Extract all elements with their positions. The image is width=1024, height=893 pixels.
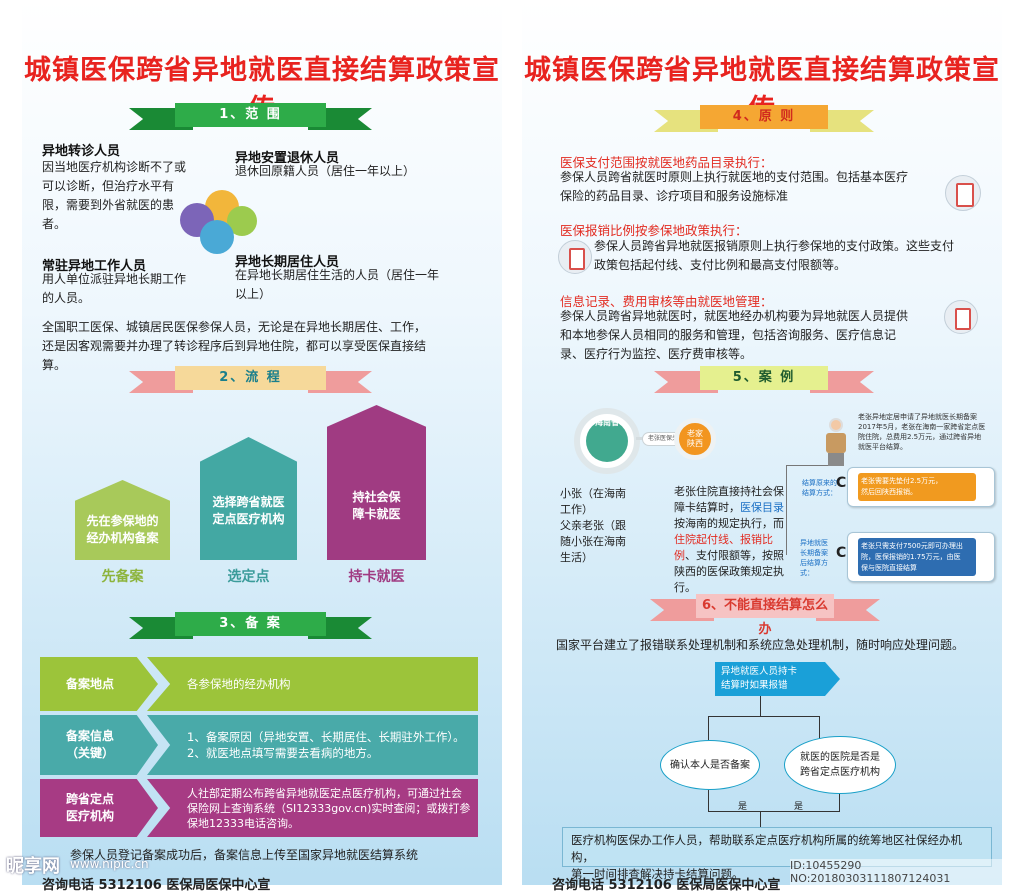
case-people: 小张（在海南工作） 父亲老张（跟随小张在海南 生活） — [560, 487, 626, 564]
house-select: 选择跨省就医定点医疗机构 — [200, 437, 297, 560]
record-footer: 参保人员登记备案成功后，备案信息上传至国家异地就医结算系统 — [70, 848, 419, 862]
scope-worker-title: 常驻异地工作人员 — [42, 259, 147, 274]
before-label: 结算原来的结算方式： — [802, 479, 837, 497]
record-info-tag: 备案信息（关键） — [40, 715, 158, 775]
watermark-id: ID:10455290 NO:20180303111807124031 — [790, 859, 1024, 885]
banner-process: 2、流 程 — [129, 366, 372, 394]
banner-cannot-settle: 6、不能直接结算怎么办 — [650, 594, 880, 637]
house-card: 持社会保障卡就医 — [327, 405, 426, 560]
record-hospital-tag: 跨省定点医疗机构 — [40, 779, 158, 837]
principle-2-text: 参保人员跨省异地就医报销原则上执行参保地的支付政策。这些支付政策包括起付线、支付… — [594, 239, 955, 272]
before-phone: 老张需要先垫付2.5万元，然后回陕西报销。 — [847, 467, 995, 507]
scope-resident-text: 在异地长期居住生活的人员（居住一年以上） — [235, 268, 440, 301]
right-poster: 城镇医保跨省异地就医直接结算政策宣传 4、原 则 医保支付范围按就医地药品目录执… — [522, 0, 1002, 893]
principle-3-text: 参保人员跨省异地就医时，就医地经办机构要为异地就医人员提供和本地参保人员相同的服… — [560, 309, 909, 361]
scope-retired-title: 异地安置退休人员 — [235, 151, 340, 166]
medicine-bottle-icon — [945, 175, 981, 211]
watermark-site: www.nipic.cn — [70, 857, 149, 871]
scope-retired-text: 退休回原籍人员（居住一年以上） — [235, 164, 416, 178]
record-location-content: 各参保地的经办机构 — [147, 657, 478, 711]
left-bottom-partial: 咨询电话 5312106 医保局医保中心宣 — [42, 878, 271, 893]
yes-label-1: 是 — [738, 802, 748, 812]
yes-label-2: 是 — [794, 802, 804, 812]
principle-1-text: 参保人员跨省就医时原则上执行就医地的支付范围。包括基本医疗保险的药品目录、诊疗项… — [560, 170, 909, 203]
record-hospital-content: 人社部定期公布跨省异地就医定点医疗机构，可通过社会保险网上查询系统（SI1233… — [147, 779, 478, 837]
hainan-circle: 海南省 — [574, 408, 640, 474]
record-info-content: 1、备案原因（异地安置、长期居住、长期驻外工作）。2、就医地点填写需要去看病的地… — [147, 715, 478, 775]
flow-start: 异地就医人员持卡结算时如果报错 — [715, 662, 840, 696]
after-phone: 老张只需支付7500元即可办理出院，医保报销的1.75万元，由医保与医院直接结算 — [847, 532, 995, 582]
watermark-logo: 昵享网 — [6, 856, 60, 877]
case-explanation: 老张住院直接持社会保 障卡结算时，医保目录 按海南的规定执行，而 住院起付线、报… — [674, 485, 784, 594]
record-location-tag: 备案地点 — [40, 657, 158, 711]
principle-1-heading: 医保支付范围按就医地药品目录执行： — [560, 155, 773, 170]
after-label: 异地就医长期备案 后结算方式： — [800, 539, 828, 577]
scope-resident-title: 异地长期居住人员 — [235, 255, 340, 270]
bracket-line — [786, 465, 787, 555]
banner-record: 3、备 案 — [129, 612, 372, 640]
right-bottom-partial: 咨询电话 5312106 医保局医保中心宣 — [552, 878, 781, 893]
elderly-man-icon — [824, 418, 848, 466]
watermark-bar: 昵享网 www.nipic.cn ID:10455290 NO:20180303… — [0, 850, 1024, 885]
house-record-label: 先备案 — [101, 569, 144, 585]
banner-scope: 1、范 围 — [129, 103, 372, 131]
house-card-label: 持卡就医 — [348, 569, 405, 585]
flow-check-record: 确认本人是否备案 — [660, 740, 760, 790]
right-main-title: 城镇医保跨省异地就医直接结算政策宣传 — [524, 55, 1000, 125]
banner-case: 5、案 例 — [654, 366, 874, 394]
scope-worker-text: 用人单位派驻异地长期工作的人员。 — [42, 272, 187, 305]
scope-referral-text: 因当地医疗机构诊断不了或可以诊断，但治疗水平有 限，需要到外省就医的患者。 — [42, 160, 187, 231]
report-icon — [944, 300, 978, 334]
scope-summary: 全国职工医保、城镇居民医保参保人员，无论是在异地长期居住、工作， 还是因客观需要… — [42, 320, 427, 372]
clipboard-icon — [558, 240, 592, 274]
principle-2-heading: 医保报销比例按参保地政策执行： — [560, 223, 748, 238]
flow-check-hospital: 就医的医院是否是跨省定点医疗机构 — [784, 736, 896, 794]
cannot-settle-solution: 医疗机构医保办工作人员，帮助联系定点医疗机构所属的统筹地区社保经办机构，第一时间… — [562, 827, 992, 881]
scope-referral-title: 异地转诊人员 — [42, 144, 121, 159]
shaanxi-circle: 老家陕西 — [674, 418, 716, 460]
principle-3-heading: 信息记录、费用审核等由就医地管理： — [560, 294, 773, 309]
cannot-settle-intro: 国家平台建立了报错联系处理机制和系统应急处理机制，随时响应处理问题。 — [556, 638, 965, 652]
house-record: 先在参保地的经办机构备案 — [75, 480, 170, 560]
house-select-label: 选定点 — [227, 569, 270, 585]
left-poster: 城镇医保跨省异地就医直接结算政策宣传 1、范 围 异地转诊人员 因当地医疗机构诊… — [22, 0, 502, 893]
banner-principle: 4、原 则 — [654, 105, 874, 133]
